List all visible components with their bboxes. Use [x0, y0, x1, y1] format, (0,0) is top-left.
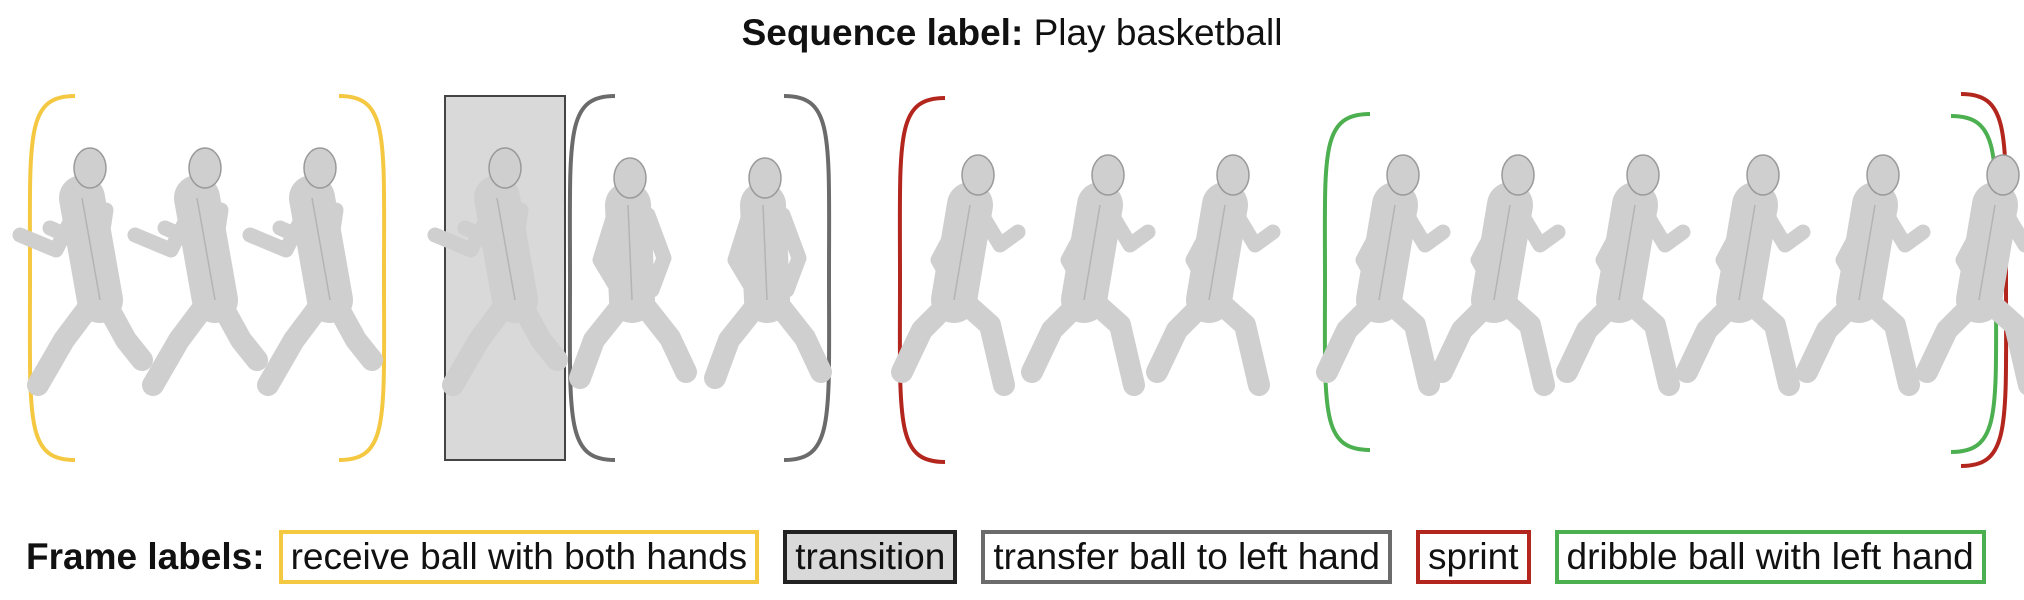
- body-figure: [1146, 154, 1281, 396]
- legend-item-transition: transition: [783, 530, 958, 584]
- body-figure: [12, 147, 153, 396]
- body-figure: [242, 147, 383, 396]
- legend-item-sprint: sprint: [1416, 530, 1531, 584]
- body-figure: [569, 157, 697, 389]
- segment-bracket: [338, 94, 387, 462]
- body-figure: [1916, 154, 2024, 395]
- body-figure: [127, 147, 268, 396]
- segment-brackets: [27, 92, 2009, 468]
- sequence-label: Sequence label: Play basketball: [0, 10, 2024, 56]
- body-figure: [427, 147, 568, 396]
- body-figures: [12, 147, 2024, 396]
- segment-bracket: [1322, 112, 1371, 452]
- sequence-label-value: Play basketball: [1033, 12, 1283, 53]
- frame-sequence: [12, 92, 2024, 468]
- body-figure: [891, 154, 1026, 396]
- segment-bracket: [567, 94, 616, 462]
- segment-bracket: [27, 94, 76, 462]
- legend-item-label: transition: [795, 536, 946, 577]
- legend-items: receive ball with both hands transition tr…: [278, 530, 2010, 584]
- legend-item-label: dribble ball with left hand: [1566, 536, 1974, 577]
- body-figure: [1021, 154, 1156, 396]
- legend-item-dribble: dribble ball with left hand: [1554, 530, 1986, 584]
- body-figure: [1676, 154, 1811, 396]
- sequence-label-title: Sequence label:: [741, 12, 1024, 53]
- frame-labels-legend: Frame labels: receive ball with both han…: [26, 526, 2010, 588]
- legend-item-label: transfer ball to left hand: [993, 536, 1381, 577]
- legend-item-label: sprint: [1428, 536, 1519, 577]
- legend-item-transfer: transfer ball to left hand: [981, 530, 1393, 584]
- body-figure: [1556, 154, 1691, 396]
- segment-bracket: [783, 94, 832, 462]
- legend-item-label: receive ball with both hands: [290, 536, 748, 577]
- body-figure: [1796, 154, 1931, 396]
- legend-item-receive: receive ball with both hands: [278, 530, 760, 584]
- body-figure: [704, 157, 832, 389]
- body-figure: [1316, 154, 1451, 396]
- frame-labels-title: Frame labels:: [26, 536, 265, 577]
- body-figure: [1431, 154, 1566, 396]
- segment-bracket: [897, 96, 946, 464]
